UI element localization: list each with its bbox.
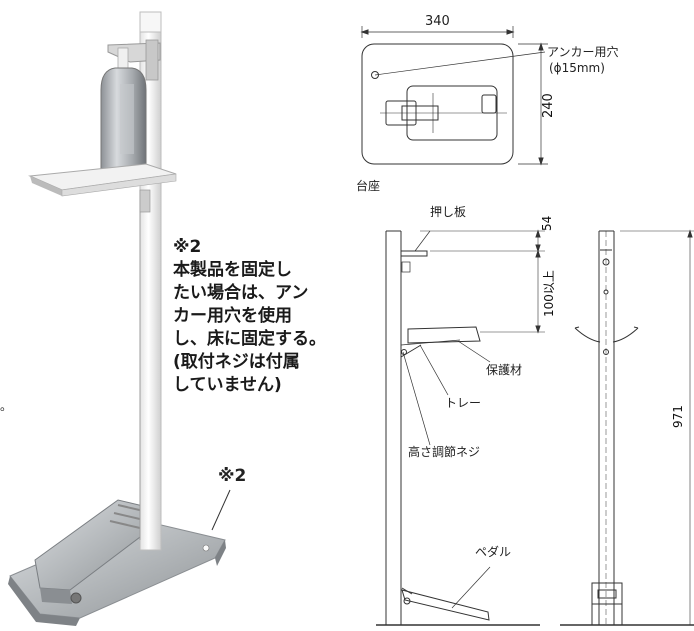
top-width-label: 340	[425, 14, 450, 29]
note-line-1: 本製品を固定し	[173, 260, 292, 280]
note-line-5: (取付ネジは付属	[173, 352, 300, 372]
side-tray	[407, 326, 481, 344]
tray-label: トレー	[445, 396, 482, 410]
side-pedal	[401, 589, 490, 621]
height-screw-label: 高さ調節ネジ	[408, 445, 481, 459]
front-view	[560, 229, 694, 626]
top-view	[360, 26, 548, 166]
front-tray-left	[574, 327, 601, 343]
top-height-label: 240	[541, 93, 556, 118]
photo-base-edge	[8, 576, 80, 626]
product-photo	[8, 11, 226, 626]
protector-label: 保護材	[486, 363, 523, 377]
dim-100-label: 100以上	[542, 270, 556, 317]
top-view-anchor-hole	[371, 71, 379, 79]
top-view-base-outline	[361, 43, 514, 165]
photo-edge-glyph: 。	[0, 399, 13, 413]
push-plate-label: 押し板	[430, 205, 467, 219]
note-mark: ※2	[173, 237, 202, 257]
note-line-3: カー用穴を使用	[173, 306, 292, 326]
pedal-label: ペダル	[475, 545, 512, 559]
photo-mark-label: ※2	[218, 466, 247, 486]
anchor-hole-size: (ϕ15mm)	[549, 61, 605, 75]
dim-54-label: 54	[540, 215, 554, 231]
base-label: 台座	[356, 179, 381, 193]
photo-anchor-hole	[202, 544, 210, 552]
side-view	[376, 229, 545, 626]
photo-mark-leader	[211, 489, 231, 531]
side-push-plate	[400, 250, 428, 257]
note-line-6: していません)	[173, 375, 282, 395]
anchor-hole-label: アンカー用穴	[547, 45, 619, 59]
front-height-label: 971	[671, 405, 685, 428]
note-line-4: し、床に固定する。	[173, 329, 326, 349]
note-block: ※2 本製品を固定し たい場合は、アン カー用穴を使用 し、床に固定する。 (取…	[173, 236, 326, 397]
note-line-2: たい場合は、アン	[173, 283, 309, 303]
front-tray-right	[612, 327, 639, 343]
